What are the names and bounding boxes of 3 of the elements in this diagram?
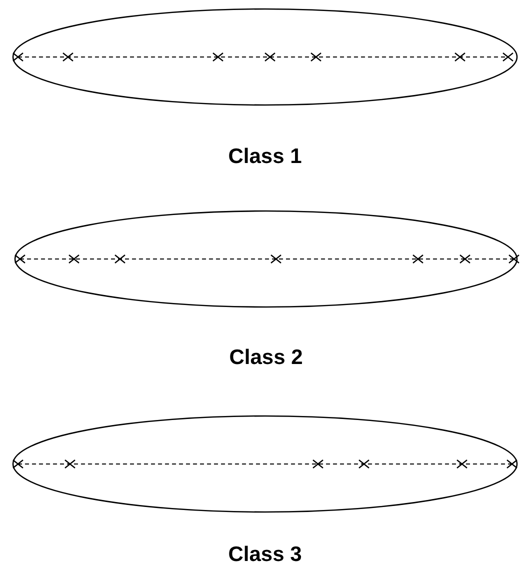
class-label: Class 2 [229, 346, 303, 370]
class-label: Class 1 [228, 145, 302, 169]
class-label: Class 3 [228, 543, 302, 567]
